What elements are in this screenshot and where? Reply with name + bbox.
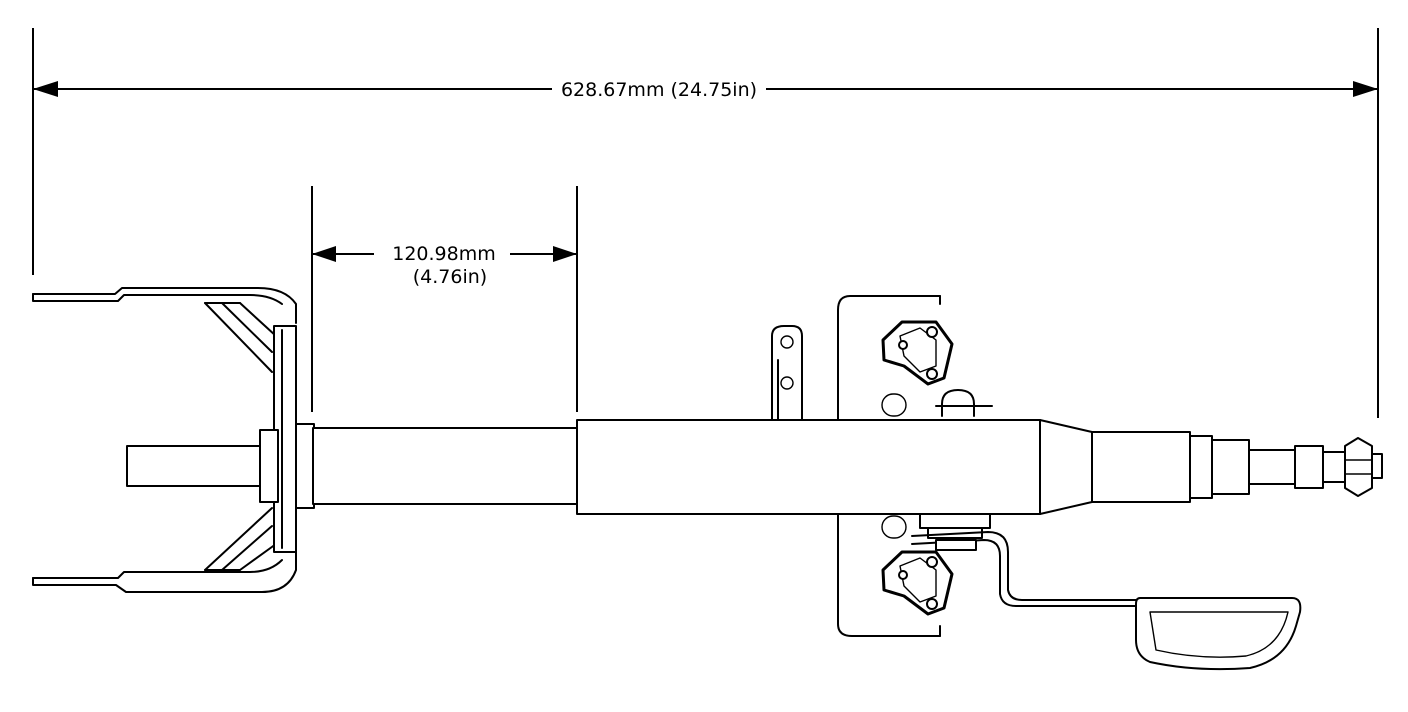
- overall-length-label: 628.67mm (24.75in): [561, 79, 757, 101]
- bearing-housing: [1189, 435, 1213, 499]
- arrowhead-right: [1353, 81, 1378, 97]
- offset-arrowhead-left: [312, 246, 336, 262]
- upper-clamp: [881, 320, 954, 386]
- steering-shaft: [126, 423, 580, 509]
- tilt-lever: [911, 513, 1302, 671]
- lower-clamp: [881, 550, 954, 616]
- overall-length-dimension: 628.67mm (24.75in): [32, 28, 1379, 418]
- intermediate-tube: [312, 427, 580, 505]
- jacket-taper: [1039, 419, 1093, 515]
- offset-length-label-in: (4.76in): [413, 266, 487, 288]
- mounting-bracket: [32, 287, 297, 593]
- offset-length-label-mm: 120.98mm: [392, 243, 496, 265]
- shaft-stub: [126, 445, 264, 487]
- flange-ring: [295, 423, 315, 509]
- column-jacket: [576, 419, 1250, 515]
- arrowhead-left: [33, 81, 58, 97]
- shaft-collar: [259, 429, 279, 503]
- offset-arrowhead-right: [553, 246, 577, 262]
- offset-length-dimension: 120.98mm (4.76in): [311, 186, 578, 412]
- shaft-nut: [1344, 437, 1373, 497]
- output-shaft: [1248, 437, 1383, 497]
- bearing-cap: [1211, 439, 1250, 495]
- jacket-end: [1091, 431, 1191, 503]
- lever-handle: [1135, 597, 1302, 671]
- jacket-main: [576, 419, 1041, 515]
